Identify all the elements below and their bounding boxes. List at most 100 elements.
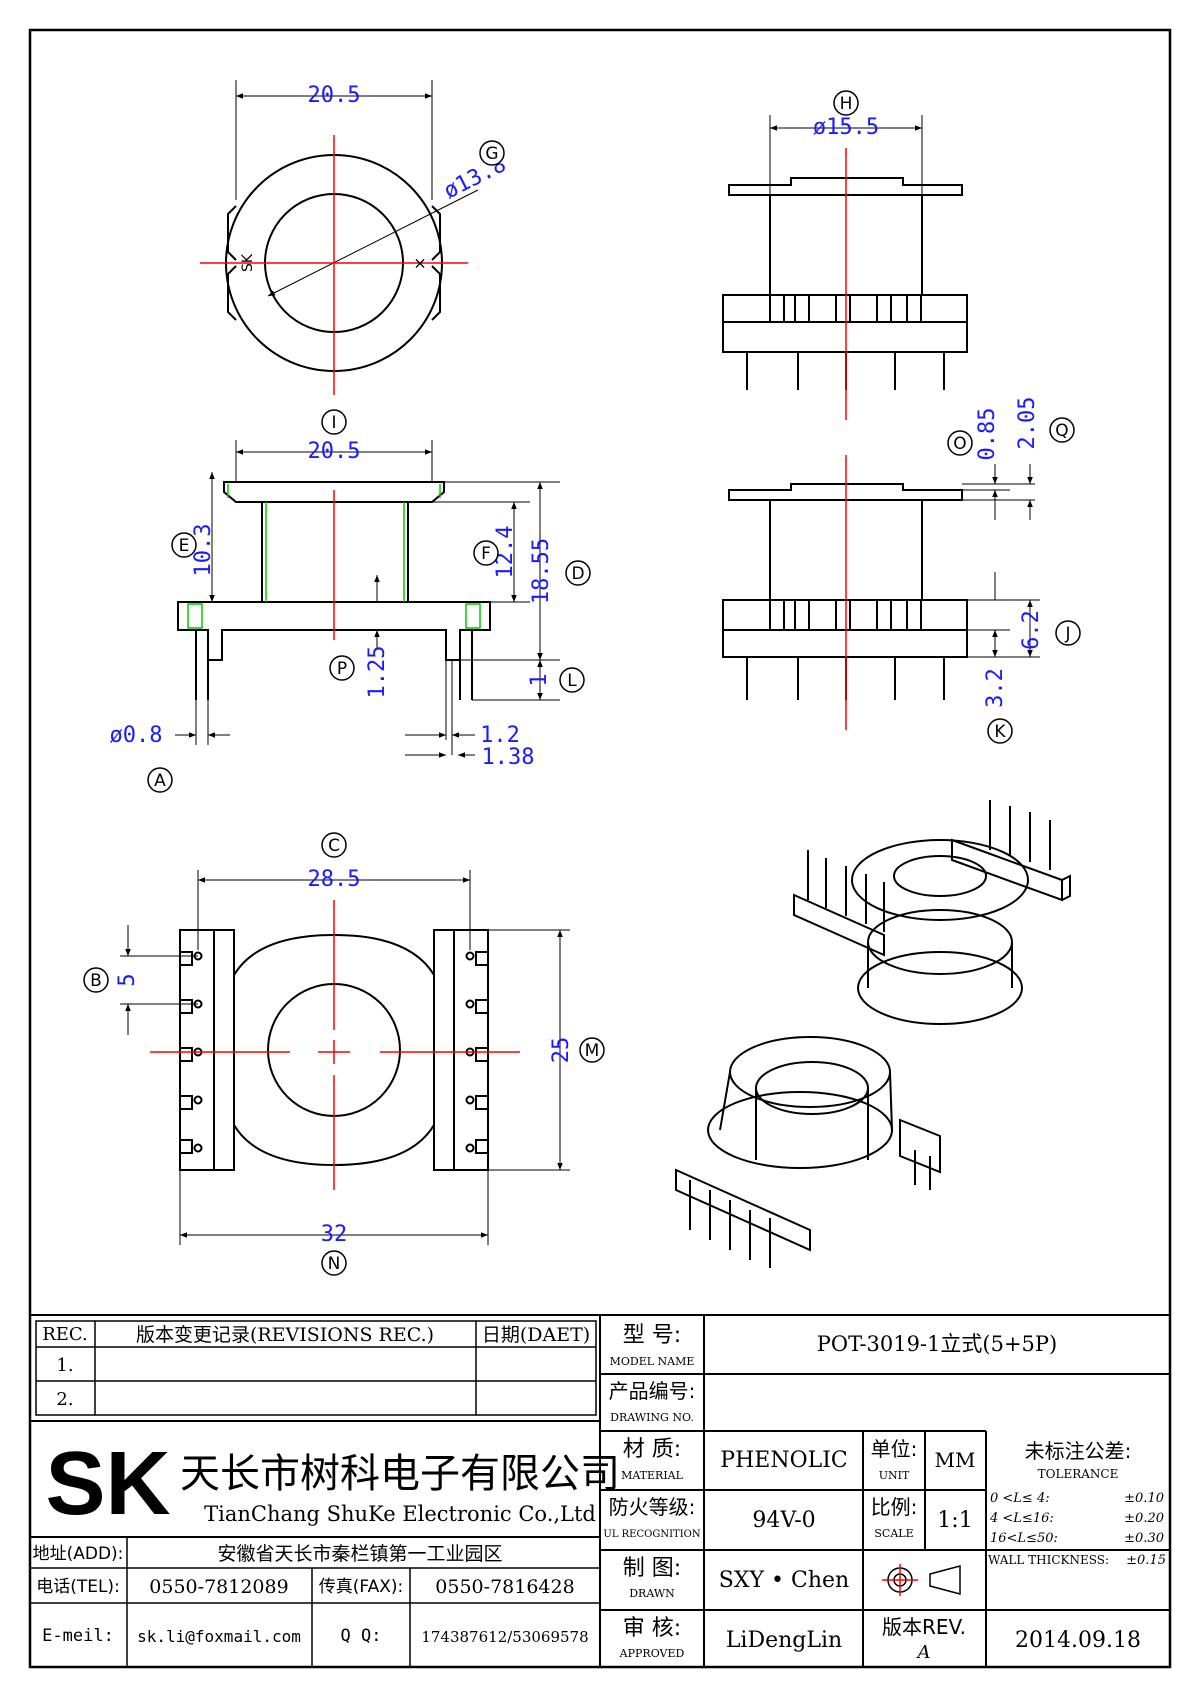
side-view: [175, 440, 560, 758]
model-label-en: MODEL NAME: [610, 1355, 695, 1368]
rev-date-header: 日期(DAET): [482, 1324, 590, 1346]
label-circle-k: [987, 718, 1013, 744]
approved-label-en: APPROVED: [619, 1647, 685, 1660]
dim-n-width: 32: [321, 1222, 348, 1247]
rev-header: REC.: [42, 1324, 88, 1345]
label-circle-f: [473, 540, 499, 566]
unit-label-en: UNIT: [879, 1469, 910, 1482]
tol-range-3: 16<L≤50:: [990, 1531, 1058, 1546]
ul-label-en: UL RECOGNITION: [603, 1529, 700, 1540]
label-q: Q: [1055, 421, 1068, 441]
tol-range-1: 0 <L≤ 4:: [990, 1491, 1050, 1506]
label-k: K: [994, 722, 1006, 742]
label-j: J: [1064, 624, 1070, 644]
label-f: F: [481, 544, 491, 564]
material-label-en: MATERIAL: [621, 1469, 684, 1482]
scale-label-en: SCALE: [874, 1527, 913, 1540]
label-circle-c: [321, 832, 347, 858]
dim-h-dia: ø15.5: [813, 115, 879, 140]
unit-label-cn: 单位:: [871, 1437, 918, 1461]
front-view-mid: [722, 464, 1040, 700]
label-c: C: [328, 836, 340, 856]
dim-c-width: 28.5: [308, 867, 361, 892]
qq-value: 174387612/53069578: [421, 1628, 588, 1646]
label-p: P: [337, 659, 347, 679]
drawn-value: SXY • Chen: [719, 1568, 849, 1593]
label-circle-b: [83, 967, 109, 993]
email-label: E-meil:: [42, 1626, 114, 1646]
scale-value: 1:1: [937, 1508, 972, 1533]
fax-value: 0550-7816428: [435, 1576, 574, 1598]
x-mark: ×: [413, 254, 426, 273]
label-circle-j: [1055, 620, 1081, 646]
tel-label: 电话(TEL):: [36, 1577, 120, 1597]
model-value: POT-3019-1立式(5+5P): [817, 1332, 1057, 1356]
ul-value: 94V-0: [752, 1508, 815, 1533]
drawn-label-en: DRAWN: [629, 1587, 675, 1600]
email-value: sk.li@foxmail.com: [137, 1627, 301, 1646]
label-e: E: [179, 536, 190, 556]
rev-row-2: 2.: [56, 1389, 73, 1410]
dim-i-width: 20.5: [308, 439, 361, 464]
bottom-view: [120, 870, 570, 1245]
company-name-en: TianChang ShuKe Electronic Co.,Ltd: [204, 1502, 596, 1526]
qq-label: Q Q:: [341, 1626, 382, 1646]
top-view-centerlines: [200, 135, 468, 395]
dim-l-val: 1: [527, 673, 552, 686]
approved-label-cn: 审 核:: [623, 1616, 681, 1641]
iso-view-upper: [793, 800, 1071, 1025]
label-circle-a: [147, 767, 173, 793]
label-circle-h: [833, 90, 859, 116]
drawing-no-label-en: DRAWING NO.: [610, 1411, 694, 1424]
rev-desc-header: 版本变更记录(REVISIONS REC.): [136, 1324, 434, 1346]
tol-range-2: 4 <L≤16:: [989, 1511, 1054, 1526]
rev-value: A: [916, 1642, 931, 1663]
top-view: [225, 80, 479, 372]
dim-w12: 1.2: [480, 723, 520, 748]
addr-value: 安徽省天长市秦栏镇第一工业园区: [217, 1543, 502, 1565]
fax-label: 传真(FAX):: [319, 1577, 404, 1597]
label-circle-i: [321, 409, 347, 435]
company-name-cn: 天长市树科电子有限公司: [180, 1451, 620, 1497]
label-n: N: [328, 1254, 341, 1274]
dim-p-val: 1.25: [365, 646, 390, 699]
unit-value: MM: [935, 1448, 976, 1472]
projection-symbol: [882, 1564, 961, 1596]
model-label-cn: 型 号:: [623, 1323, 681, 1348]
dim-d-height: 18.55: [529, 538, 554, 604]
label-b: B: [90, 971, 102, 991]
tolerance-label-cn: 未标注公差:: [1025, 1439, 1132, 1463]
tol-val-1: ±0.10: [1124, 1491, 1164, 1506]
addr-label: 地址(ADD):: [33, 1544, 124, 1564]
dim-j-val: 6.2: [1019, 610, 1044, 650]
dim-b-pitch: 5: [115, 973, 140, 986]
label-circle-p: [329, 655, 355, 681]
label-h: H: [840, 94, 853, 114]
date-value: 2014.09.18: [1015, 1628, 1141, 1653]
label-circle-m: [579, 1037, 605, 1063]
circled-label-letters: A B C D E F G H I J K L M N O P Q: [90, 94, 1070, 1274]
tel-value: 0550-7812089: [149, 1576, 288, 1598]
label-circle-n: [321, 1250, 347, 1276]
wall-thickness-val: ±0.15: [1126, 1553, 1166, 1568]
sk-mark: SK: [240, 253, 256, 272]
dim-top-width: 20.5: [308, 83, 361, 108]
label-d: D: [571, 564, 584, 584]
title-block: [30, 1314, 1170, 1667]
bottom-view-centerlines: [150, 900, 520, 1190]
dim-pin-dia: ø0.8: [110, 723, 163, 748]
ul-label-cn: 防火等级:: [609, 1495, 696, 1519]
company-logo: SK: [45, 1434, 170, 1534]
label-l: L: [567, 671, 577, 691]
label-circle-q: [1049, 417, 1075, 443]
approved-value: LiDengLin: [726, 1628, 842, 1653]
label-o: O: [953, 434, 966, 454]
side-view-green-accents: [187, 484, 481, 629]
label-circle-l: [559, 667, 585, 693]
drawn-label-cn: 制 图:: [623, 1556, 681, 1581]
dim-m-height: 25: [549, 1037, 574, 1064]
dim-q-val: 2.05: [1015, 397, 1040, 450]
label-circle-g: [479, 140, 505, 166]
tol-val-3: ±0.30: [1124, 1531, 1164, 1546]
